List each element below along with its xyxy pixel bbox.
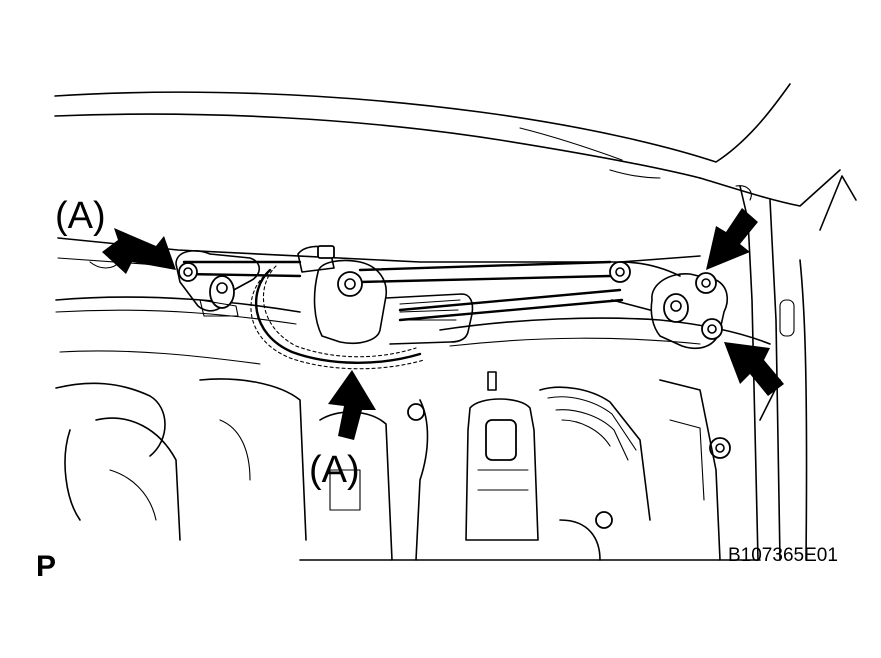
engine-bay-components: [55, 371, 761, 561]
arrow-left-pivot: [102, 228, 176, 274]
callout-label-a-left: (A): [55, 195, 106, 237]
arrow-right-lower: [724, 342, 784, 396]
windshield-outline: [54, 83, 841, 207]
view-marker: P: [36, 550, 57, 583]
wire-harness: [250, 265, 425, 370]
arrow-harness: [328, 370, 376, 440]
arrow-right-upper: [706, 208, 758, 270]
pointer-arrows: [102, 208, 784, 440]
callout-label-a-bottom: (A): [309, 449, 360, 491]
left-pivot-bracket: [175, 250, 261, 317]
figure-code: B107365E01: [728, 545, 838, 566]
wiper-motor: [297, 245, 474, 345]
wiper-linkage-rods: [182, 260, 681, 322]
right-pivot-bracket: [650, 272, 729, 350]
